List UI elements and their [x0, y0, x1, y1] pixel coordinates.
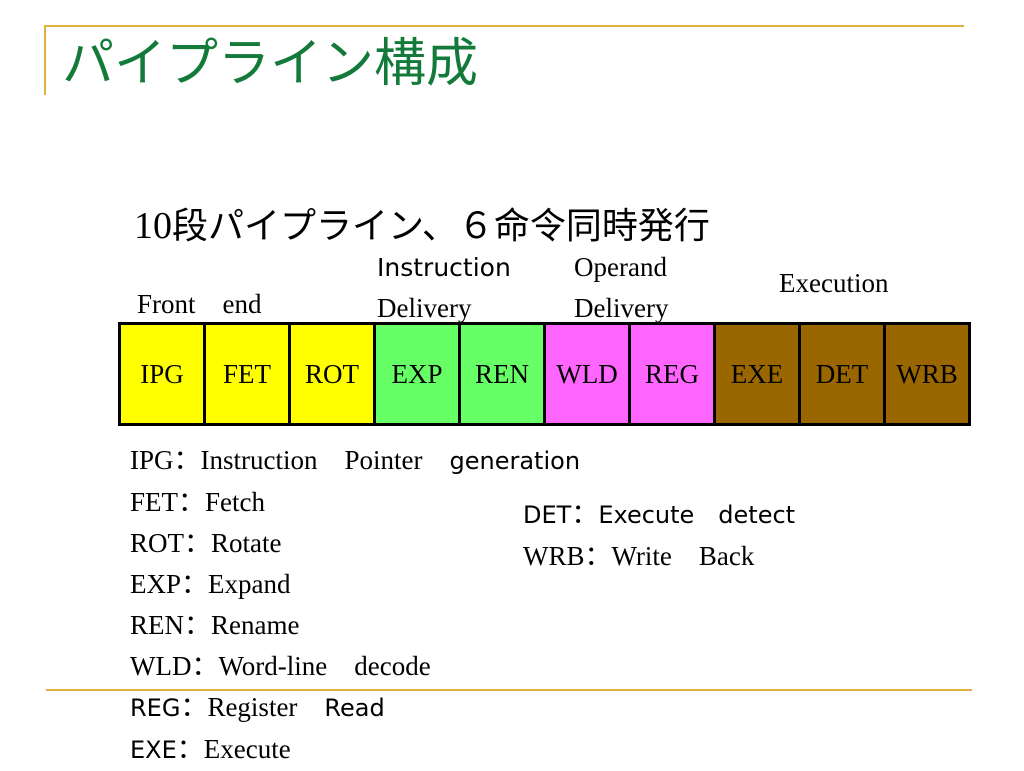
subtitle-number: 10 — [134, 205, 172, 247]
definition-desc: Register — [207, 692, 325, 722]
top-rule — [44, 25, 964, 27]
definition-desc: Write Back — [611, 541, 755, 571]
stage-fet: FET — [206, 325, 291, 423]
stage-exe: EXE — [716, 325, 801, 423]
stage-wrb: WRB — [886, 325, 971, 423]
definition-row: REN：Rename — [130, 605, 580, 646]
definition-row: REG：Register Read — [130, 687, 580, 729]
definition-desc: Execute detect — [598, 501, 796, 529]
group-label-operand-line2: Delivery — [574, 293, 669, 323]
stage-reg: REG — [631, 325, 716, 423]
definition-desc: Execute — [203, 734, 291, 764]
slide-title: パイプライン構成 — [62, 34, 479, 94]
group-label-instruction-line1: Instruction — [377, 253, 511, 282]
definition-separator: ： — [180, 692, 208, 722]
definition-row: EXP：Expand — [130, 564, 580, 605]
definition-row: WRB：Write Back — [523, 536, 795, 577]
stage-ren: REN — [461, 325, 546, 423]
definition-desc: Read — [324, 694, 385, 722]
definition-abbr: WLD — [130, 651, 192, 681]
definition-abbr: REN — [130, 610, 184, 640]
definition-abbr: REG — [130, 694, 181, 722]
definition-separator: ： — [584, 541, 612, 571]
definition-row: WLD：Word-line decode — [130, 646, 580, 687]
stage-det: DET — [801, 325, 886, 423]
definition-row: FET：Fetch — [130, 482, 580, 523]
definition-desc: Instruction Pointer — [200, 445, 450, 475]
stage-exp: EXP — [376, 325, 461, 423]
definition-row: EXE：Execute — [130, 729, 580, 771]
stage-rot: ROT — [291, 325, 376, 423]
definition-desc: Fetch — [205, 487, 266, 517]
group-label-execution: Execution — [779, 268, 889, 298]
left-rule — [44, 25, 46, 95]
definition-abbr: WRB — [523, 541, 585, 571]
definition-desc: Rotate — [211, 528, 282, 558]
definition-separator: ： — [184, 528, 211, 558]
definition-separator: ： — [176, 734, 204, 764]
slide-subtitle: 10段パイプライン、６命令同時発行 — [134, 207, 710, 245]
group-label-operand-line1: Operand — [574, 252, 667, 282]
definition-abbr: EXP — [130, 569, 182, 599]
group-label-front-end: Front end — [137, 289, 262, 319]
definition-row: IPG：Instruction Pointer generation — [130, 440, 580, 482]
definition-abbr: FET — [130, 487, 179, 517]
group-label-instruction-line2: Delivery — [377, 293, 472, 323]
definition-separator: ： — [173, 445, 201, 475]
subtitle-text: 段パイプライン、６命令同時発行 — [172, 206, 710, 247]
definition-separator: ： — [178, 487, 206, 517]
definition-abbr: EXE — [130, 736, 177, 764]
definition-desc: Word-line decode — [218, 651, 431, 681]
definition-abbr: IPG — [130, 445, 174, 475]
definition-desc: Expand — [208, 569, 291, 599]
stage-ipg: IPG — [121, 325, 206, 423]
definition-abbr: DET — [523, 501, 572, 529]
definition-separator: ： — [191, 651, 219, 681]
definition-desc: Rename — [211, 610, 300, 640]
stage-wld: WLD — [546, 325, 631, 423]
definition-separator: ： — [181, 569, 209, 599]
definition-desc: generation — [449, 447, 581, 475]
definition-separator: ： — [571, 499, 599, 529]
bottom-rule — [46, 689, 972, 691]
definition-row: DET：Execute detect — [523, 494, 795, 536]
definition-abbr: ROT — [130, 528, 184, 558]
definition-separator: ： — [184, 610, 211, 640]
definition-row: ROT：Rotate — [130, 523, 580, 564]
